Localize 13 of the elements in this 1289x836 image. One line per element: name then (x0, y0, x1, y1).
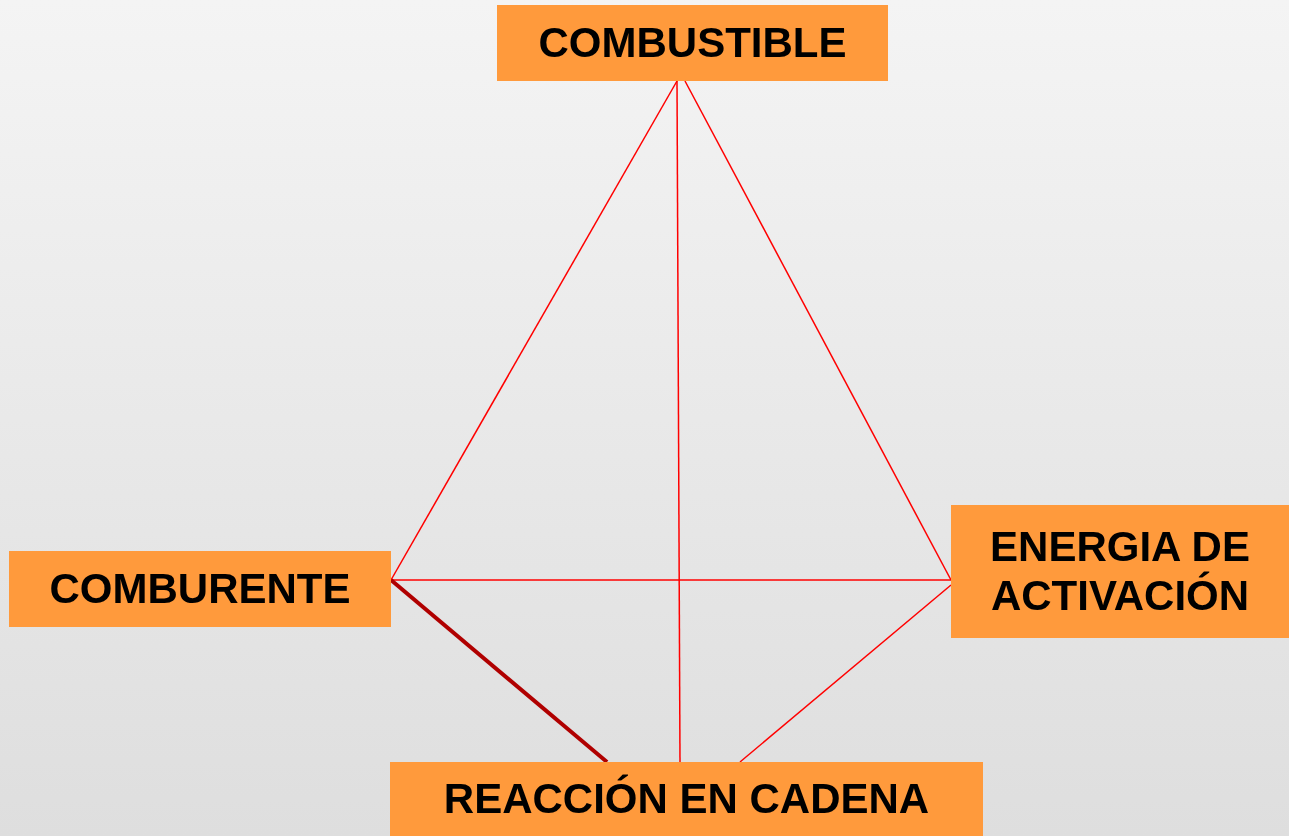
connector-line (676, 80, 681, 763)
connector-line (684, 80, 952, 581)
connector-line (739, 584, 952, 763)
node-label: ENERGIA DE ACTIVACIÓN (989, 523, 1251, 620)
connector-line (390, 579, 952, 581)
node-label: COMBUSTIBLE (538, 18, 847, 68)
label-box (9, 551, 391, 627)
connector-line (390, 80, 678, 581)
label-box (390, 762, 983, 836)
node-label: COMBURENTE (49, 564, 351, 614)
node-label: REACCIÓN EN CADENA (443, 774, 930, 824)
label-box (497, 5, 888, 81)
label-box (951, 505, 1289, 638)
